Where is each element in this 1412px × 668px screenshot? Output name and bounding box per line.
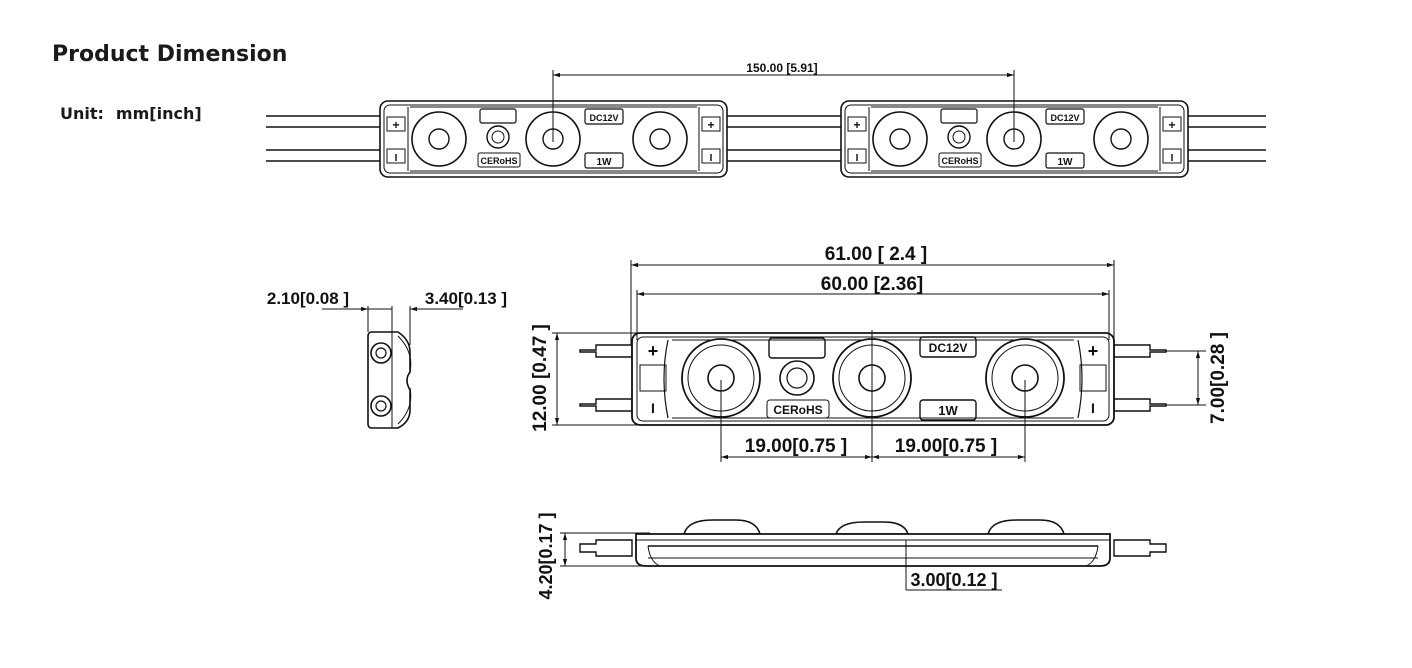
front-cert: CERoHS xyxy=(773,403,822,417)
lens-pitch-left-label: 19.00[0.75 ] xyxy=(745,436,847,457)
module1-voltage: DC12V xyxy=(589,113,618,123)
string-module-2: DC12V 1W CERoHS + + I I xyxy=(840,100,1189,178)
pitch-dimension xyxy=(552,70,1015,142)
side-view: 2.10[0.08 ] 3.40[0.13 ] xyxy=(267,289,507,429)
front-voltage: DC12V xyxy=(929,341,968,355)
module2-minus-right: I xyxy=(1171,153,1174,164)
side-left-label: 2.10[0.08 ] xyxy=(267,289,349,308)
unit-value: mm[inch] xyxy=(115,104,202,123)
side-right-label: 3.40[0.13 ] xyxy=(425,289,507,308)
front-plus-left: + xyxy=(648,341,659,361)
height-label: 12.00 [0.47 ] xyxy=(530,324,551,432)
base-height-label: 3.00[0.12 ] xyxy=(910,570,997,590)
unit-label: Unit: mm[inch] xyxy=(60,104,202,123)
unit-label-text: Unit: xyxy=(60,104,104,123)
module2-plus-left: + xyxy=(853,118,860,132)
front-plus-right: + xyxy=(1088,341,1099,361)
module1-minus-right: I xyxy=(710,153,713,164)
wire-pitch-label: 7.00[0.28 ] xyxy=(1208,332,1229,424)
module2-minus-left: I xyxy=(856,153,859,164)
overall-length-label: 61.00 [ 2.4 ] xyxy=(825,244,927,265)
module2-plus-right: + xyxy=(1168,118,1175,132)
module2-cert: CERoHS xyxy=(941,156,978,166)
module1-plus-left: + xyxy=(392,118,399,132)
pitch-label: 150.00 [5.91] xyxy=(746,61,817,75)
module2-power: 1W xyxy=(1058,157,1074,168)
string-module-1: DC12V 1W CERoHS + + I I xyxy=(379,100,728,178)
profile-height-label: 4.20[0.17 ] xyxy=(536,512,556,599)
module1-minus-left: I xyxy=(395,153,398,164)
page-title: Product Dimension xyxy=(52,42,288,67)
module1-power: 1W xyxy=(597,157,613,168)
front-minus-right: I xyxy=(1091,400,1095,416)
string-wires xyxy=(266,115,1266,162)
string-view: DC12V 1W CERoHS + + I I DC12V 1W CERoHS … xyxy=(266,61,1266,178)
front-minus-left: I xyxy=(651,400,655,416)
front-power: 1W xyxy=(938,403,958,418)
lens-pitch-right-label: 19.00[0.75 ] xyxy=(895,436,997,457)
module1-plus-right: + xyxy=(707,118,714,132)
module2-voltage: DC12V xyxy=(1050,113,1079,123)
body-length-label: 60.00 [2.36] xyxy=(821,274,923,295)
module1-cert: CERoHS xyxy=(480,156,517,166)
front-view: DC12V 1W CERoHS + + I I 61.00 [ 2.4 ] 60… xyxy=(530,244,1229,462)
profile-view: 4.20[0.17 ] 3.00[0.12 ] xyxy=(536,512,1167,600)
